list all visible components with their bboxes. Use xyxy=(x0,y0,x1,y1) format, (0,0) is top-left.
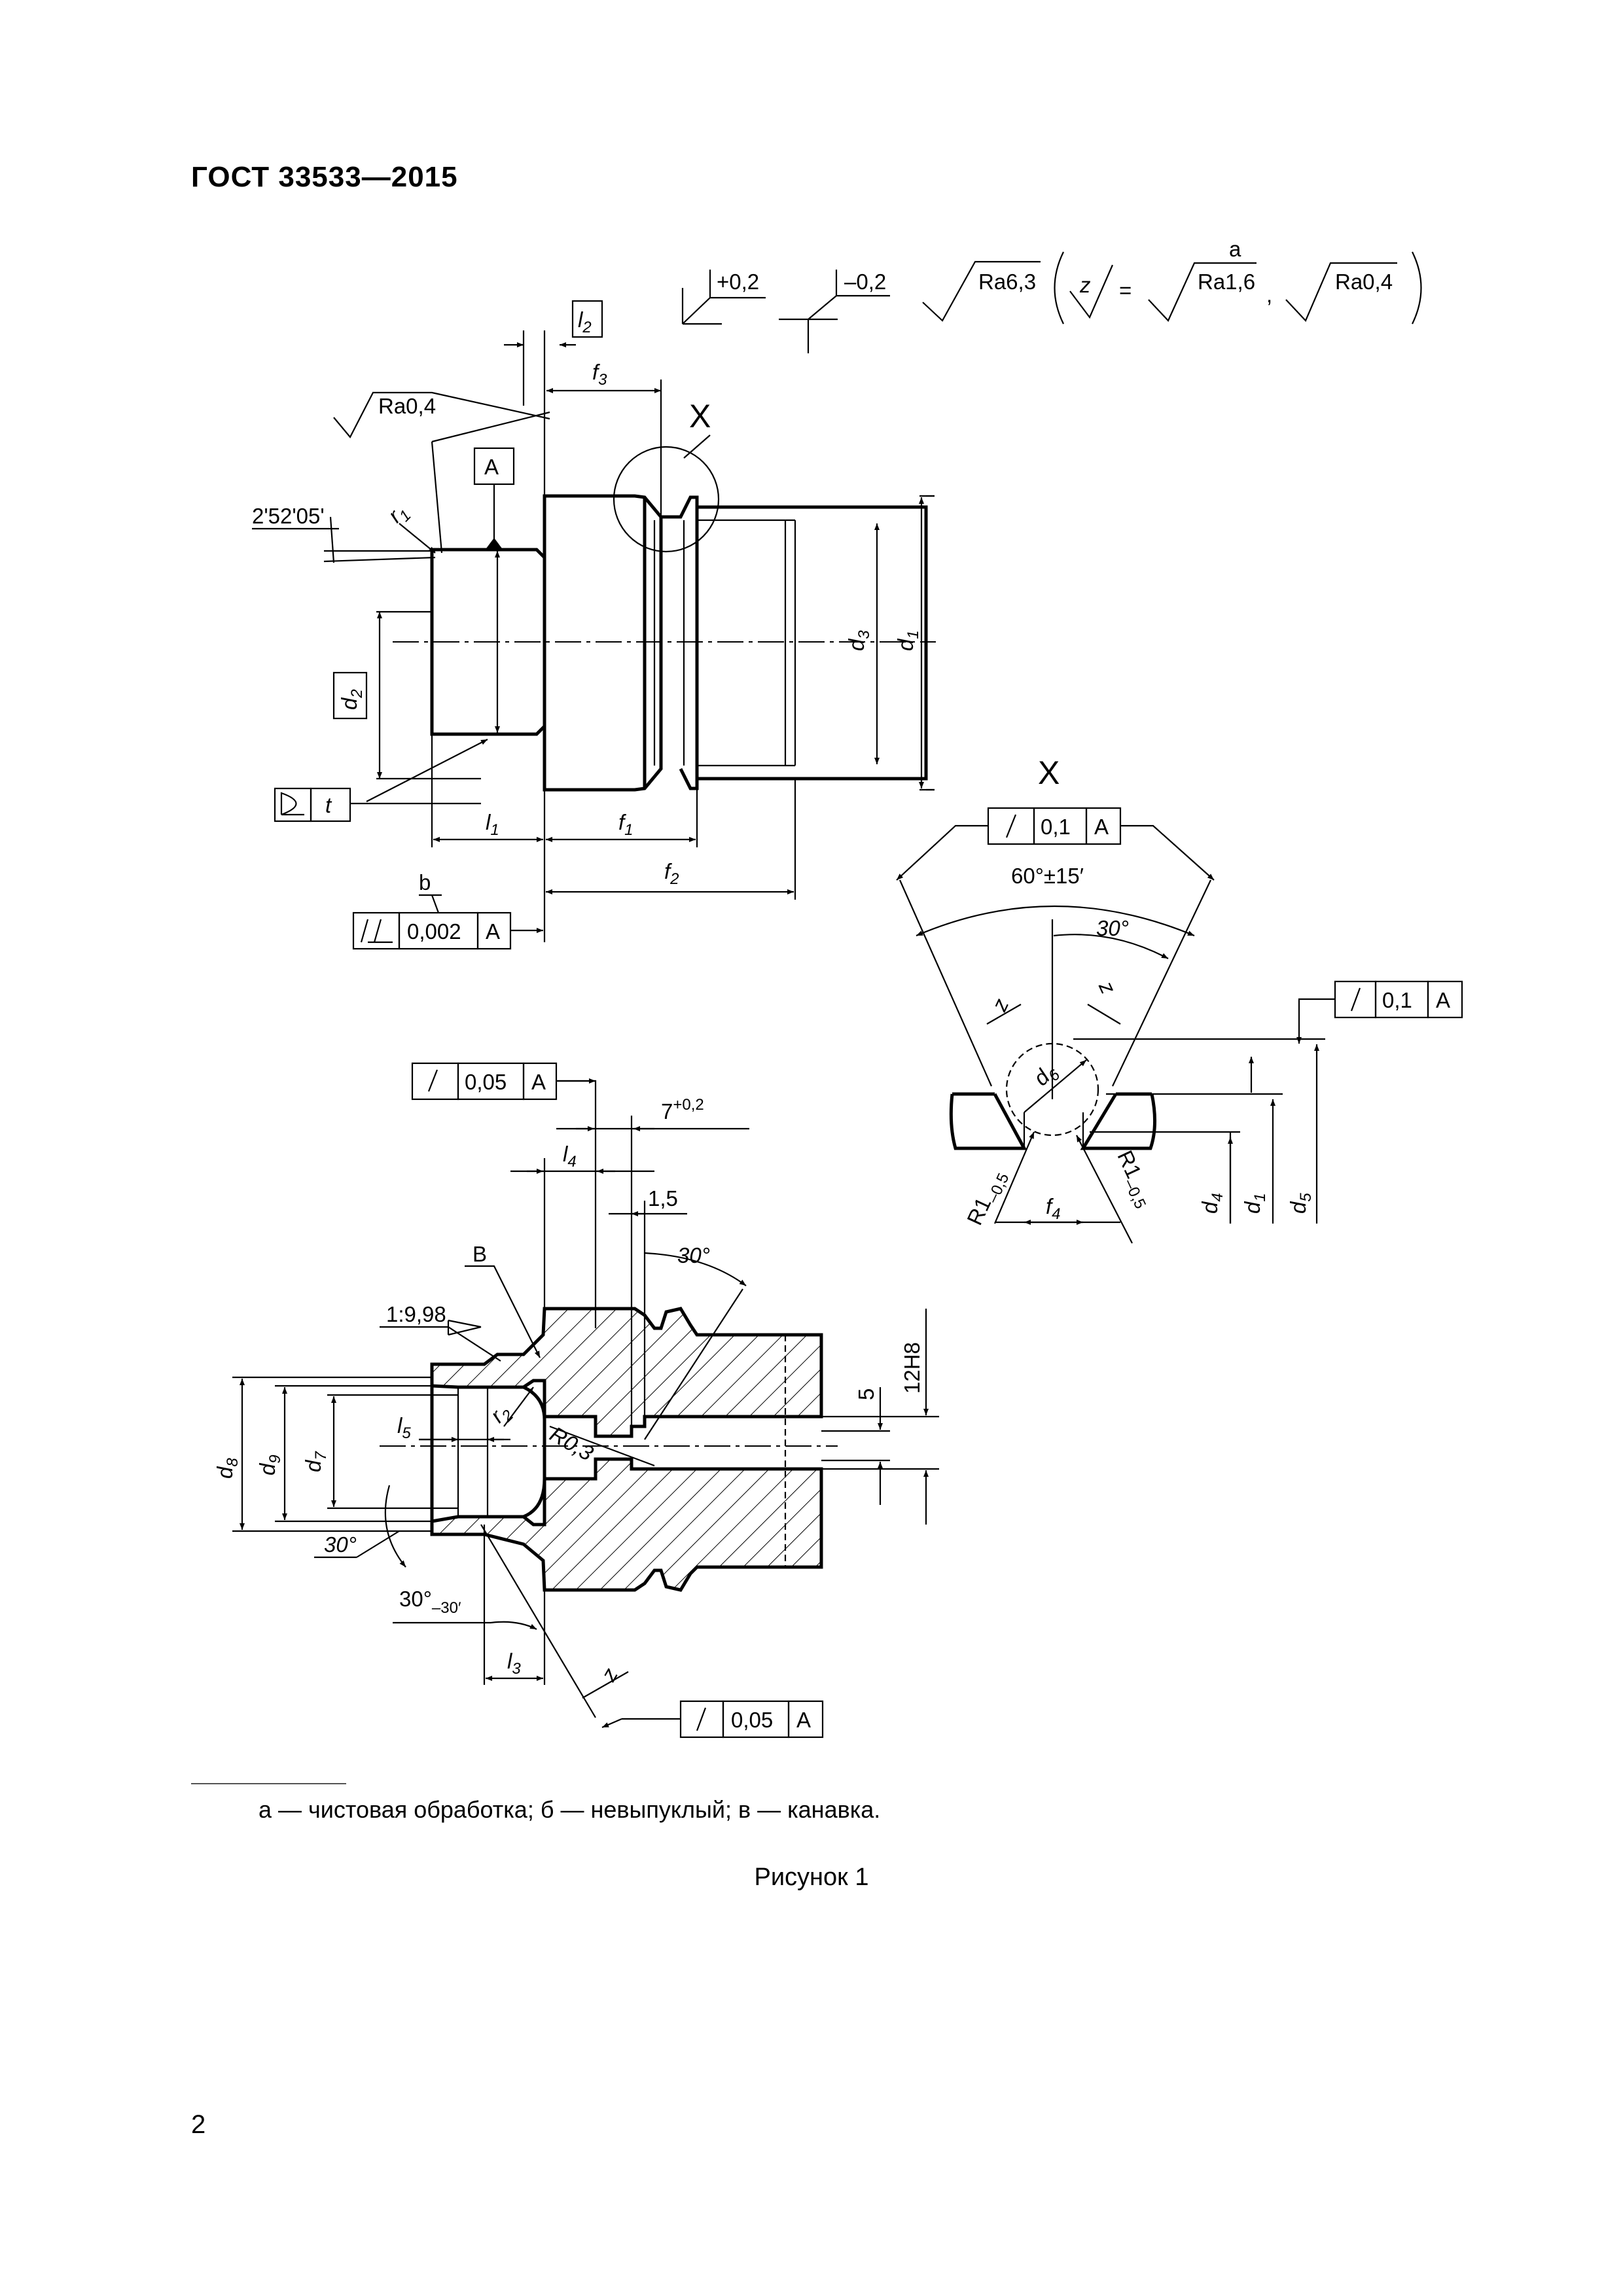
l5-label: l5 xyxy=(397,1413,411,1442)
roughness-symbols: +0,2 –0,2 Ra6,3 z = a Ra1,6 , Ra0,4 xyxy=(681,237,1422,353)
roughness-general: Ra6,3 xyxy=(978,270,1036,294)
l3-label: l3 xyxy=(507,1649,521,1678)
l2-label: l2 xyxy=(578,308,592,336)
d7-label: d7 xyxy=(301,1451,330,1472)
note-b: b xyxy=(419,870,431,894)
dim-1-5: 1,5 xyxy=(648,1186,678,1210)
detail-d4: d4 xyxy=(1198,1193,1226,1214)
d8-label: d8 xyxy=(213,1458,241,1479)
view2-section xyxy=(380,1307,838,1592)
view2-fcf2-value: 0,05 xyxy=(731,1708,773,1732)
top-roughness: Ra0,4 xyxy=(378,394,436,418)
view2-fcf1-value: 0,05 xyxy=(465,1070,507,1094)
view2-dimensions: 0,05 A 7+0,2 l4 1,5 30° В 1:9,98 xyxy=(213,1062,939,1739)
d2-label: d2 xyxy=(337,689,366,710)
taper-label: 1:9,98 xyxy=(386,1302,446,1326)
detail-half-angle: 30° xyxy=(1096,916,1129,940)
f3-label: f3 xyxy=(592,360,607,389)
detail-title: X xyxy=(1038,754,1060,791)
detail-fcf2-value: 0,1 xyxy=(1382,988,1412,1012)
tolerance-plus: +0,2 xyxy=(717,270,759,294)
finish-note-a: a xyxy=(1229,237,1241,261)
detail-f4: f4 xyxy=(1046,1194,1061,1223)
detail-r-right: R1–0,5 xyxy=(1109,1146,1159,1211)
footnote: а — чистовая обработка; б — невыпуклый; … xyxy=(259,1796,881,1823)
view1-dimensions: 2'52'05' r1 A Ra0,4 l2 f3 X xyxy=(252,300,935,950)
view2-fcf1-datum: A xyxy=(531,1070,546,1094)
roughness-finish: Ra1,6 xyxy=(1198,270,1255,294)
detail-fcf2-datum: A xyxy=(1436,988,1450,1012)
detail-fcf1-datum: A xyxy=(1094,815,1109,839)
note-v: В xyxy=(473,1242,487,1266)
d3-label: d3 xyxy=(844,630,873,651)
angle-30c: 30°–30′ xyxy=(399,1587,461,1617)
detail-d6: d6 xyxy=(1029,1058,1064,1093)
f2-label: f2 xyxy=(664,859,679,888)
view1-shaft xyxy=(393,446,936,792)
angle-30b: 30° xyxy=(324,1532,357,1557)
roughness-eq: = xyxy=(1119,278,1132,302)
footnote-separator xyxy=(191,1783,346,1784)
document-header: ГОСТ 33533—2015 xyxy=(191,161,458,193)
roughness-separator: , xyxy=(1266,283,1272,307)
dim-7: 7+0,2 xyxy=(661,1096,704,1123)
view2-fcf2-datum: A xyxy=(796,1708,811,1732)
runout-value: 0,002 xyxy=(407,919,461,944)
datum-a: A xyxy=(484,455,499,479)
tolerance-minus: –0,2 xyxy=(844,270,886,294)
roughness-alt: Ra0,4 xyxy=(1335,270,1393,294)
detail-z-right: z xyxy=(1094,977,1121,998)
profile-t: t xyxy=(325,793,332,817)
d9-label: d9 xyxy=(255,1455,284,1475)
angle-label: 2'52'05' xyxy=(252,504,325,528)
l4-label: l4 xyxy=(563,1142,577,1171)
d1-label: d1 xyxy=(893,630,922,651)
dim-5: 5 xyxy=(854,1388,878,1400)
detail-d5: d5 xyxy=(1286,1193,1315,1214)
detail-fcf1-value: 0,1 xyxy=(1041,815,1071,839)
detail-angle: 60°±15′ xyxy=(1011,864,1084,888)
detail-x: X 0,1 A 60°±15′ 30° z z d6 R1–0,5 R1–0, xyxy=(896,754,1463,1244)
r1-label: r1 xyxy=(383,499,414,530)
page-number: 2 xyxy=(191,2110,206,2139)
l1-label: l1 xyxy=(486,810,499,839)
figure-caption: Рисунок 1 xyxy=(754,1863,869,1891)
angle-30: 30° xyxy=(677,1243,710,1267)
detail-z-left: z xyxy=(987,995,1014,1016)
detail-x-label: X xyxy=(689,398,711,434)
f1-label: f1 xyxy=(618,810,633,839)
runout-datum: A xyxy=(486,919,500,944)
dim-12h8: 12H8 xyxy=(900,1342,924,1394)
detail-d1: d1 xyxy=(1240,1193,1269,1214)
roughness-z: z xyxy=(1079,273,1091,297)
